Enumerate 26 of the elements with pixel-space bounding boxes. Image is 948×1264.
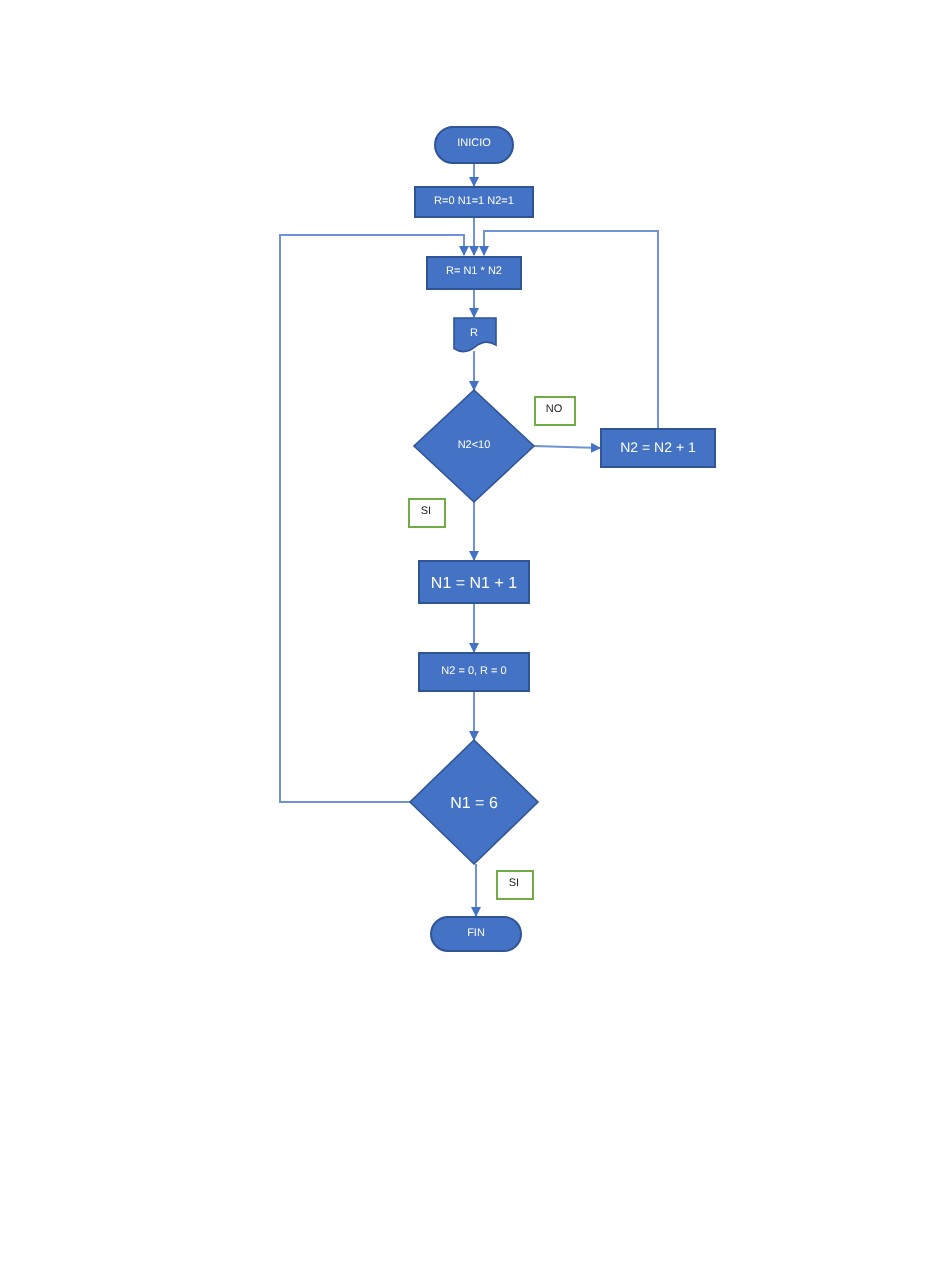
note-box (533, 395, 575, 425)
arrow (469, 288, 479, 318)
terminal-pill (434, 125, 514, 163)
arrow (471, 863, 481, 917)
process-box (426, 255, 522, 289)
node-text: N1 = N1 + 1 (430, 573, 518, 591)
arrow (469, 501, 479, 561)
note-box (495, 869, 533, 899)
node-text: N1 = 6 (450, 793, 498, 811)
arrow (469, 162, 479, 187)
process-box (418, 652, 530, 692)
process-box (418, 560, 530, 604)
decision-diamond (410, 740, 538, 864)
arrow (469, 603, 479, 653)
decision-diamond (414, 390, 534, 502)
arrow (469, 350, 479, 391)
arrow (469, 691, 479, 741)
arrow (279, 234, 469, 803)
process-box (414, 186, 534, 218)
arrow (479, 230, 659, 429)
document-shape (453, 317, 495, 351)
terminal-pill (430, 916, 522, 952)
arrow (469, 217, 479, 256)
arrow (533, 442, 601, 453)
process-box (600, 428, 716, 468)
note-box (407, 497, 445, 527)
